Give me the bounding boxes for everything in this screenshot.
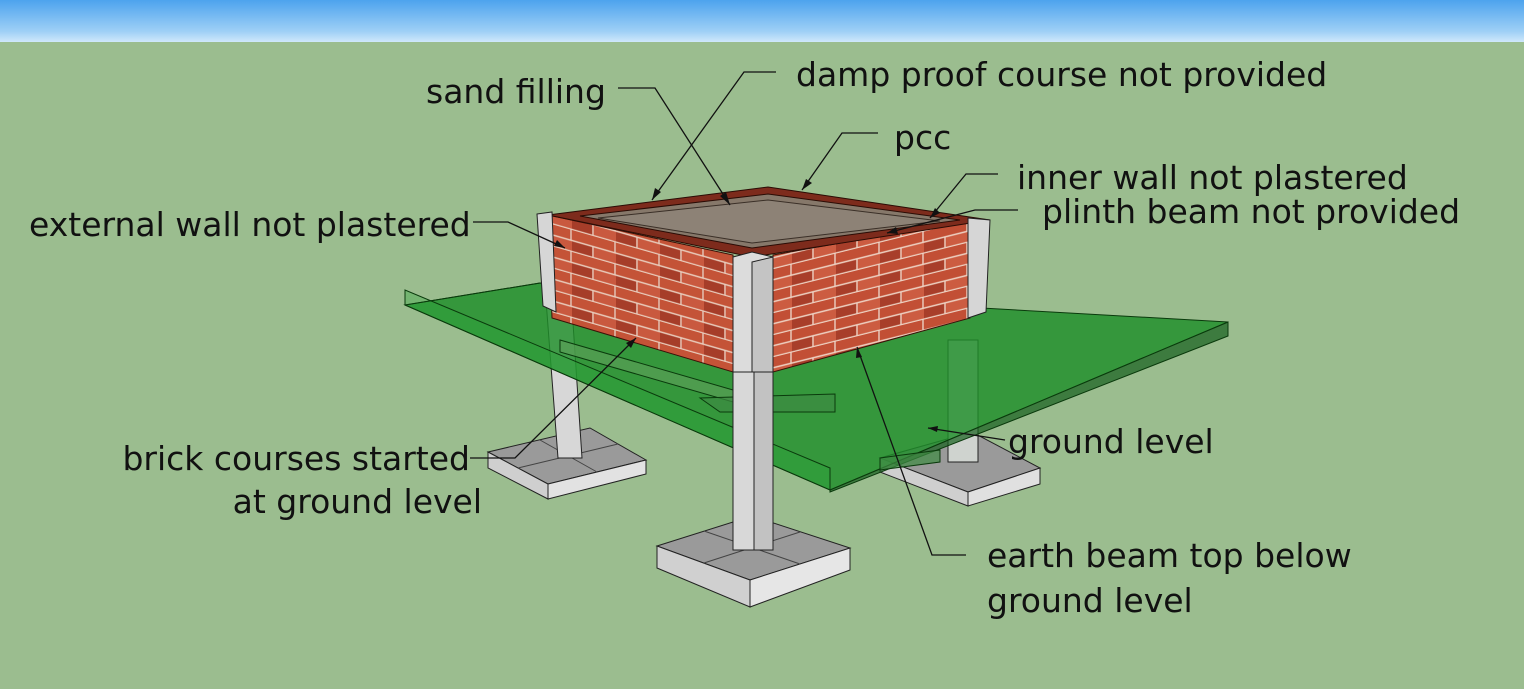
label-earth-beam-line1: earth beam top below (987, 536, 1352, 575)
label-external-wall: external wall not plastered (29, 205, 471, 244)
leader-arrowheads (554, 179, 940, 432)
sky-background (0, 0, 1524, 42)
label-pcc: pcc (894, 118, 952, 157)
leader-lines (470, 71, 1018, 556)
label-brick-courses-line1: brick courses started (122, 439, 470, 478)
label-inner-wall: inner wall not plastered (1017, 158, 1408, 197)
column-corner-right (967, 217, 991, 319)
wall-top (547, 186, 991, 258)
label-ground-level: ground level (1008, 422, 1214, 461)
label-brick-courses-line2: at ground level (232, 482, 482, 521)
column-corner-front (732, 251, 774, 373)
label-plinth-beam: plinth beam not provided (1042, 192, 1461, 231)
label-sand-filling: sand filling (426, 72, 606, 111)
column-front (732, 371, 774, 551)
label-damp-proof-course: damp proof course not provided (796, 55, 1328, 94)
label-earth-beam-line2: ground level (987, 581, 1193, 620)
